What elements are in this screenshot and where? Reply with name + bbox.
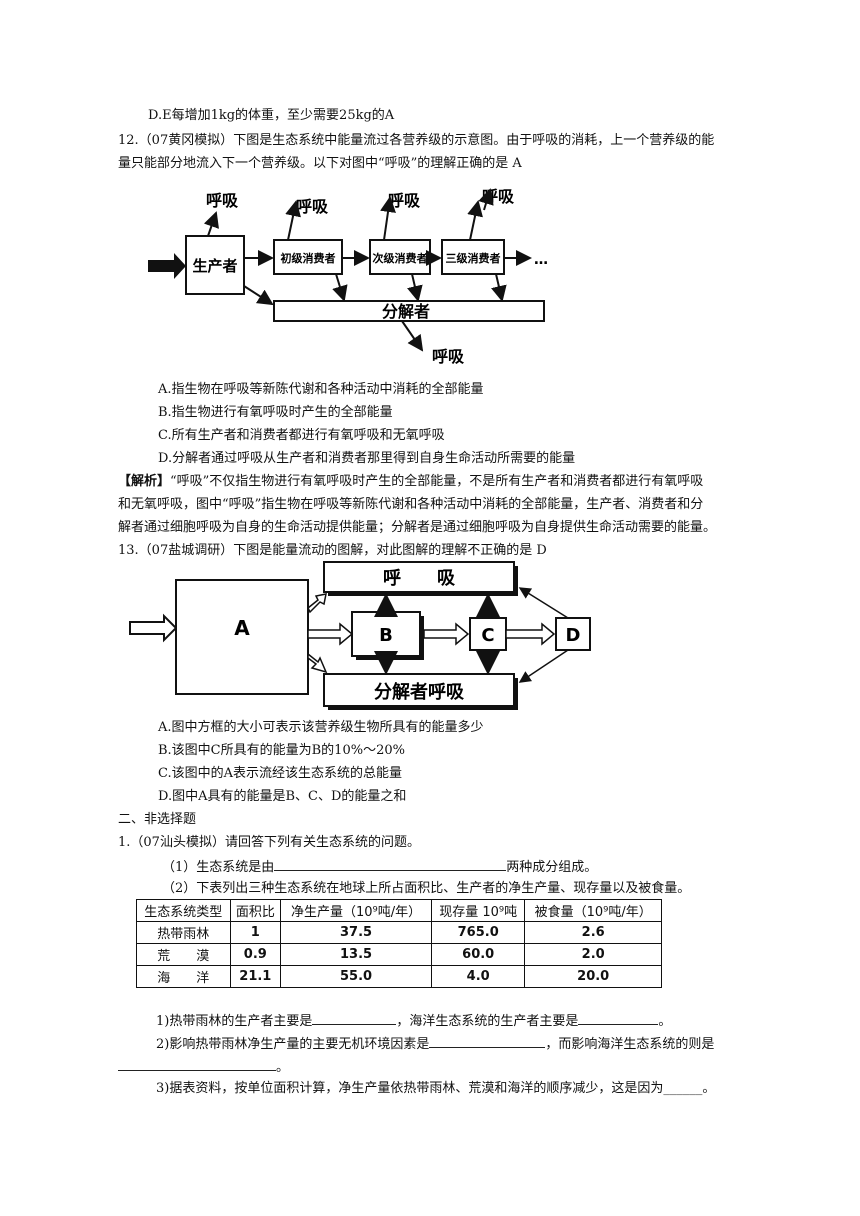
p1-suffix: 。 [658, 1014, 672, 1029]
table-cell: 20.0 [524, 965, 662, 988]
q12-option-b: B.指生物进行有氧呼吸时产生的全部能量 [158, 405, 393, 420]
q13-option-a: A.图中方框的大小可表示该营养级生物所具有的能量多少 [158, 720, 484, 735]
primary-respiration-label: 呼吸 [296, 197, 329, 216]
energy-flow-diagram-2: A 呼 吸 分解者呼吸 B C D [129, 561, 591, 710]
p2-answer-blank-2[interactable] [118, 1056, 276, 1071]
q12-analysis-line1: 【解析】“呼吸”不仅指生物进行有氧呼吸时产生的全部能量，不是所有生产者和消费者都… [118, 472, 703, 492]
s2-p3: 3)据表资料，按单位面积计算，净生产量依热带雨林、荒漠和海洋的顺序减少，这是因为… [156, 1079, 715, 1099]
table-cell: 热带雨林 [136, 921, 231, 944]
table-cell: 海 洋 [136, 965, 231, 988]
p1-answer-blank-1[interactable] [312, 1010, 397, 1025]
q12-option-c: C.所有生产者和消费者都进行有氧呼吸和无氧呼吸 [158, 428, 445, 443]
analysis-text-1: “呼吸”不仅指生物进行有氧呼吸时产生的全部能量，不是所有生产者和消费者都进行有氧… [170, 474, 704, 489]
sub1-prefix: （1）生态系统是由 [162, 860, 275, 875]
ecosystem-table: 生态系统类型 面积比 净生产量（10⁹吨/年） 现存量 10⁹吨 被食量（10⁹… [136, 899, 662, 988]
p1-middle: ，海洋生态系统的生产者主要是 [396, 1014, 579, 1029]
input-hollow-arrow [129, 613, 178, 643]
s2-sub1: （1）生态系统是由 两种成分组成。 [162, 856, 597, 878]
secondary-consumer-label: 次级消费者 [373, 251, 428, 265]
secondary-respiration-label: 呼吸 [388, 191, 421, 210]
s2-q1-stem: 1.（07汕头模拟）请回答下列有关生态系统的问题。 [118, 835, 420, 850]
box-b-label: B [379, 625, 393, 646]
p3-answer-blank[interactable]: ______ [663, 1081, 703, 1096]
box-a-label: A [234, 616, 250, 640]
p2-middle: ，而影响海洋生态系统的则是 [545, 1037, 715, 1052]
q12-option-d: D.分解者通过呼吸从生产者和消费者那里得到自身生命活动所需要的能量 [158, 451, 576, 466]
sub1-suffix: 两种成分组成。 [506, 860, 598, 875]
table-cell: 1 [229, 921, 282, 944]
q12-option-a: A.指生物在呼吸等新陈代谢和各种活动中消耗的全部能量 [158, 382, 484, 397]
table-cell: 765.0 [430, 921, 526, 944]
q13-option-d: D.图中A具有的能量是B、C、D的能量之和 [158, 789, 407, 804]
producer-label: 生产者 [192, 257, 237, 275]
box-d [555, 617, 591, 651]
respiration-box-label: 呼 吸 [383, 568, 456, 589]
q12-analysis-line2: 和无氧呼吸，图中“呼吸”指生物在呼吸等新陈代谢和各种活动中消耗的全部能量，生产者… [118, 497, 704, 512]
energy-flow-diagram-1: 生产者 初级消费者 次级消费者 三级消费者 … 呼吸 呼吸 呼吸 呼吸 分解者 … [148, 187, 548, 366]
section2-heading: 二、非选择题 [118, 812, 197, 827]
table-cell: 荒 漠 [136, 943, 231, 966]
s2-p1: 1)热带雨林的生产者主要是 ，海洋生态系统的生产者主要是 。 [156, 1010, 671, 1032]
q13-option-c: C.该图中的A表示流经该生态系统的总能量 [158, 766, 403, 781]
p2-answer-blank-1[interactable] [429, 1033, 546, 1048]
s2-p2: 2)影响热带雨林净生产量的主要无机环境因素是 ，而影响海洋生态系统的则是 [156, 1033, 714, 1055]
primary-consumer-label: 初级消费者 [281, 251, 336, 265]
q12-stem-line2: 量只能部分地流入下一个营养级。以下对图中“呼吸”的理解正确的是 A [118, 156, 522, 171]
table-cell: 2.6 [524, 921, 662, 944]
decomposer-respiration-box [323, 673, 515, 707]
box-d-label: D [566, 625, 581, 646]
table-cell: 4.0 [430, 965, 526, 988]
input-arrow [148, 253, 186, 279]
table-header-row: 生态系统类型 面积比 净生产量（10⁹吨/年） 现存量 10⁹吨 被食量（10⁹… [136, 899, 662, 922]
analysis-tag: 【解析】 [118, 474, 171, 489]
table-row: 荒 漠 0.9 13.5 60.0 2.0 [136, 943, 662, 966]
s2-p2-cont: 。 [118, 1056, 289, 1078]
p3-prefix: 3)据表资料，按单位面积计算，净生产量依热带雨林、荒漠和海洋的顺序减少，这是因为 [156, 1081, 664, 1096]
p2-prefix: 2)影响热带雨林净生产量的主要无机环境因素是 [156, 1037, 430, 1052]
p1-prefix: 1)热带雨林的生产者主要是 [156, 1014, 313, 1029]
table-cell: 21.1 [229, 965, 282, 988]
s2-sub2: （2）下表列出三种生态系统在地球上所占面积比、生产者的净生产量、现存量以及被食量… [162, 881, 691, 896]
table-cell: 55.0 [280, 965, 432, 988]
box-a [175, 579, 309, 695]
tertiary-consumer-label: 三级消费者 [446, 251, 501, 265]
box-c-label: C [481, 625, 494, 646]
primary-consumer-box [273, 239, 343, 275]
p2-suffix: 。 [276, 1060, 290, 1075]
q13-stem: 13.（07盐城调研）下图是能量流动的图解，对此图解的理解不正确的是 D [118, 543, 547, 558]
table-row: 热带雨林 1 37.5 765.0 2.6 [136, 921, 662, 944]
p3-suffix: 。 [702, 1081, 716, 1096]
table-cell: 60.0 [430, 943, 526, 966]
respiration-box [323, 561, 515, 593]
table-header: 净生产量（10⁹吨/年） [280, 899, 432, 922]
q12-stem-line1: 12.（07黄冈模拟）下图是生态系统中能量流过各营养级的示意图。由于呼吸的消耗，… [118, 133, 715, 148]
sub1-answer-blank[interactable] [274, 856, 507, 871]
decomposer-respiration-label: 呼吸 [432, 347, 465, 366]
table-row: 海 洋 21.1 55.0 4.0 20.0 [136, 965, 662, 988]
table-cell: 37.5 [280, 921, 432, 944]
table-cell: 2.0 [524, 943, 662, 966]
chain-ellipsis: … [534, 252, 548, 268]
q13-option-b: B.该图中C所具有的能量为B的10%～20% [158, 743, 405, 758]
producer-respiration-label: 呼吸 [206, 191, 239, 210]
p1-answer-blank-2[interactable] [578, 1010, 659, 1025]
table-cell: 0.9 [229, 943, 282, 966]
table-cell: 13.5 [280, 943, 432, 966]
q12-analysis-line3: 解者通过细胞呼吸为自身的生命活动提供能量；分解者是通过细胞呼吸为自身提供生命活动… [118, 520, 717, 535]
secondary-consumer-box [369, 239, 431, 275]
table-header: 现存量 10⁹吨 [430, 899, 526, 922]
decomposer-label: 分解者 [382, 302, 430, 321]
table-header: 面积比 [229, 899, 282, 922]
table-header: 生态系统类型 [136, 899, 231, 922]
producer-box [185, 235, 245, 295]
q11-option-d: D.E每增加1kg的体重，至少需要25kg的A [148, 108, 395, 123]
table-header: 被食量（10⁹吨/年） [524, 899, 662, 922]
decomposer-respiration-box-label: 分解者呼吸 [374, 681, 465, 703]
